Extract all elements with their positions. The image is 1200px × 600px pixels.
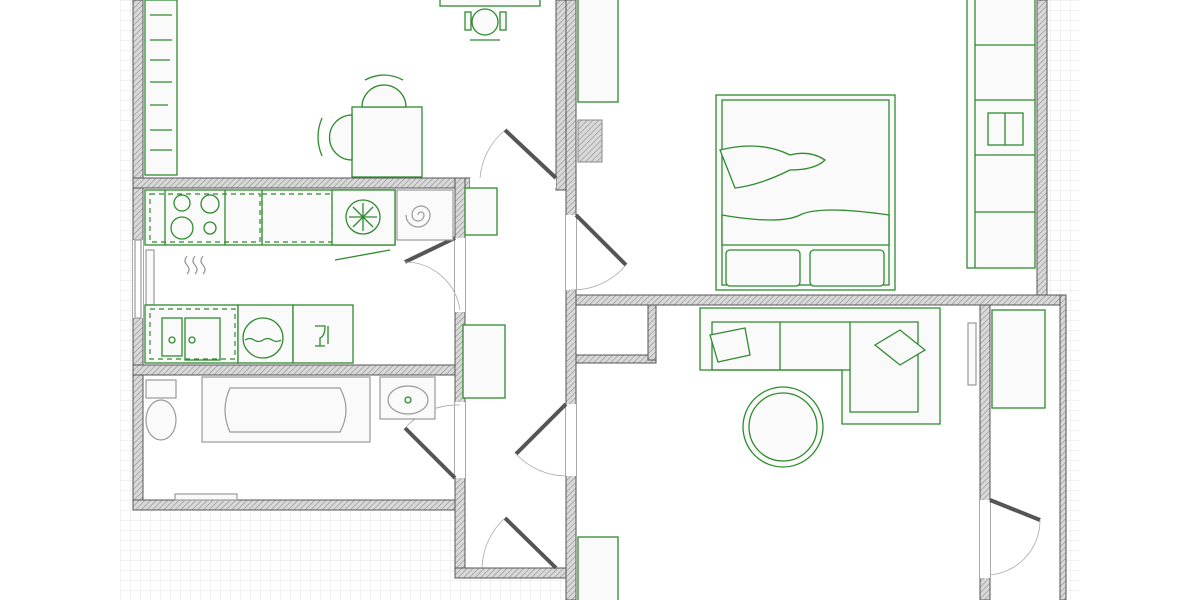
washing-machine-icon	[242, 317, 284, 359]
spiral-icon	[405, 205, 431, 228]
storage-cabinet	[991, 309, 1046, 409]
large-wardrobe	[966, 0, 1036, 269]
living-radiator	[967, 322, 977, 386]
toilet	[145, 379, 177, 441]
desk-chair	[464, 8, 507, 41]
hall-wardrobe	[577, 536, 619, 600]
person-icon	[719, 145, 827, 189]
washing-machine	[237, 304, 294, 364]
shoe-cabinet	[464, 187, 498, 236]
wine-glass-icon	[315, 325, 329, 347]
bedroom-radiator	[577, 119, 603, 163]
refrigerator	[331, 189, 396, 261]
chair	[317, 114, 353, 161]
wardrobe	[577, 0, 619, 103]
doors[interactable]	[403, 128, 1041, 576]
dishwasher	[292, 304, 354, 364]
coffee-table	[742, 386, 824, 468]
stove-icon	[170, 194, 220, 240]
bed	[715, 94, 896, 291]
sink-icon	[168, 336, 176, 344]
sink-counter	[144, 304, 239, 364]
bathroom-radiator	[174, 493, 238, 501]
dining-table	[351, 106, 423, 178]
chair	[361, 74, 407, 108]
kitchen-window	[134, 239, 142, 319]
bathtub	[201, 376, 371, 443]
snowflake-icon	[345, 199, 381, 235]
hall-cabinet	[462, 324, 506, 399]
boiler	[396, 189, 454, 241]
washbasin	[379, 376, 436, 420]
doorways	[133, 178, 990, 578]
radiator	[145, 249, 155, 306]
heat-waves-icon	[184, 255, 206, 275]
desk	[439, 0, 541, 7]
sofa	[699, 307, 941, 425]
bookshelf	[144, 0, 178, 176]
